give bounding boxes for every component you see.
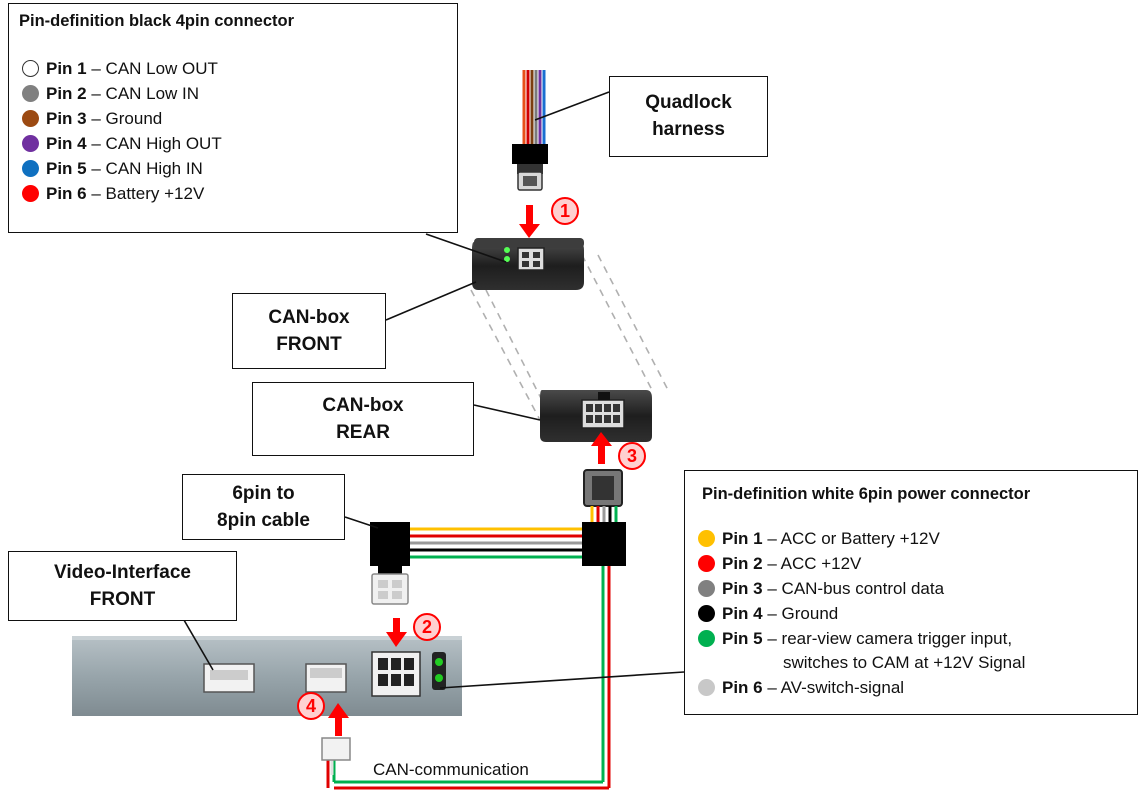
- white-connector-pin-box: Pin-definition white 6pin power connecto…: [684, 470, 1138, 715]
- rear-plug: [583, 469, 623, 530]
- black-pin-row: Pin 3 – Ground: [22, 109, 162, 129]
- video-interface-label-line2: FRONT: [89, 589, 156, 610]
- pin-label: Pin 1: [46, 59, 87, 78]
- pin-color-dot: [698, 555, 715, 572]
- white-connector-title: Pin-definition white 6pin power connecto…: [702, 485, 1031, 503]
- canbox-rear-device: [540, 390, 652, 442]
- pin-label: Pin 6: [722, 678, 763, 697]
- white-pin-row: Pin 1 – ACC or Battery +12V: [698, 529, 940, 549]
- pin-desc: – CAN High IN: [91, 159, 203, 178]
- white-pin-row-continuation: switches to CAM at +12V Signal: [783, 653, 1026, 672]
- white-pin-row: Pin 3 – CAN-bus control data: [698, 579, 944, 599]
- pin-label: Pin 3: [722, 579, 763, 598]
- pin-label: Pin 1: [722, 529, 763, 548]
- pin-color-dot: [698, 530, 715, 547]
- pin-desc: – Ground: [767, 604, 839, 623]
- pin-desc: – ACC or Battery +12V: [767, 529, 940, 548]
- video-interface-label-line1: Video-Interface: [54, 562, 191, 583]
- cable-label-line1: 6pin to: [232, 483, 295, 504]
- pin-desc: – rear-view camera trigger input,: [767, 629, 1013, 648]
- canbox-front-device: [472, 238, 584, 290]
- marker-2: 2: [421, 617, 432, 637]
- quadlock-harness: [512, 70, 548, 191]
- pin-desc: – CAN-bus control data: [767, 579, 945, 598]
- canbox-rear-label-box: CAN-box REAR: [252, 382, 474, 456]
- cable-label-box: 6pin to 8pin cable: [182, 474, 345, 540]
- black-pin-row: Pin 5 – CAN High IN: [22, 159, 203, 179]
- red-arrows: [328, 205, 612, 736]
- pin-label: Pin 4: [722, 604, 763, 623]
- canbox-front-label-line2: FRONT: [276, 334, 342, 355]
- black-pin-row: Pin 6 – Battery +12V: [22, 184, 204, 204]
- white-pin-row: Pin 6 – AV-switch-signal: [698, 678, 904, 698]
- canbox-front-label-line1: CAN-box: [268, 307, 350, 328]
- pin-color-dot: [698, 630, 715, 647]
- black-pin-row: Pin 1 – CAN Low OUT: [22, 59, 218, 79]
- black-connector-title: Pin-definition black 4pin connector: [19, 12, 295, 30]
- pin-color-dot: [22, 135, 39, 152]
- pin-label: Pin 6: [46, 184, 87, 203]
- pin-label: Pin 5: [722, 629, 763, 648]
- quadlock-label-line2: harness: [652, 119, 725, 140]
- pin-label: Pin 3: [46, 109, 87, 128]
- pin-color-dot: [22, 60, 39, 77]
- pin-desc: – CAN Low OUT: [91, 59, 218, 78]
- marker-4: 4: [305, 696, 316, 716]
- leader-lines: [176, 233, 685, 689]
- quadlock-label-line1: Quadlock: [645, 92, 732, 113]
- black-pin-row: Pin 2 – CAN Low IN: [22, 84, 199, 104]
- pin-desc: – CAN Low IN: [91, 84, 200, 103]
- cable-label-line2: 8pin cable: [217, 510, 310, 531]
- quadlock-leader: [534, 91, 610, 121]
- canbox-rear-label-line2: REAR: [336, 422, 390, 443]
- video-interface-label-box: Video-Interface FRONT: [8, 551, 237, 621]
- pin-color-dot: [22, 110, 39, 127]
- pin-label: Pin 5: [46, 159, 87, 178]
- white-pin-row: Pin 4 – Ground: [698, 604, 838, 624]
- white-pin-row: Pin 5 – rear-view camera trigger input,: [698, 629, 1012, 649]
- can-communication-label: CAN-communication: [373, 760, 529, 779]
- canbox-front-label-box: CAN-box FRONT: [232, 293, 386, 369]
- pin-label: Pin 2: [46, 84, 87, 103]
- video-interface-device: [72, 636, 462, 716]
- marker-1: 1: [559, 201, 570, 221]
- pin-desc: – ACC +12V: [767, 554, 862, 573]
- pin-desc: – AV-switch-signal: [767, 678, 905, 697]
- pin-desc: – Ground: [91, 109, 163, 128]
- pin-color-dot: [22, 185, 39, 202]
- black-connector-pin-box: Pin-definition black 4pin connector Pin …: [8, 3, 458, 233]
- pin-color-dot: [698, 580, 715, 597]
- can-communication-plug: [321, 737, 351, 761]
- pin-label: Pin 4: [46, 134, 87, 153]
- pin-color-dot: [22, 160, 39, 177]
- pin-color-dot: [698, 679, 715, 696]
- pin-color-dot: [22, 85, 39, 102]
- number-markers: [297, 197, 646, 720]
- cable-6pin-8pin: [370, 522, 626, 566]
- black-pin-row: Pin 4 – CAN High OUT: [22, 134, 222, 154]
- pin-desc: – CAN High OUT: [91, 134, 222, 153]
- marker-3: 3: [626, 446, 637, 466]
- pin-desc: – Battery +12V: [91, 184, 205, 203]
- white-pin-row: Pin 2 – ACC +12V: [698, 554, 861, 574]
- white-plug: [371, 566, 409, 605]
- quadlock-label-box: Quadlock harness: [609, 76, 768, 157]
- pin-label: Pin 2: [722, 554, 763, 573]
- interface-wires: [326, 566, 611, 790]
- canbox-rear-label-line1: CAN-box: [322, 395, 404, 416]
- pin-color-dot: [698, 605, 715, 622]
